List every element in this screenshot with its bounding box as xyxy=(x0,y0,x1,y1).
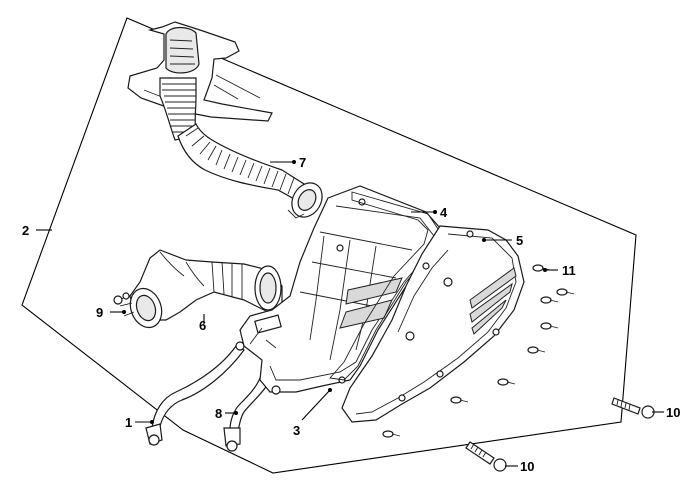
callout-9: 9 xyxy=(96,305,103,320)
callout-2: 2 xyxy=(22,223,29,238)
drain-tube-8 xyxy=(223,377,269,452)
screw xyxy=(540,296,559,304)
drain-tube-1 xyxy=(145,341,245,446)
callout-4: 4 xyxy=(440,205,448,220)
bolt-upper xyxy=(611,397,655,419)
screw xyxy=(382,430,401,438)
callout-10-upper: 10 xyxy=(666,405,680,420)
screw xyxy=(497,378,516,386)
screw xyxy=(556,288,575,296)
corrugated-hose xyxy=(177,123,323,219)
callout-7: 7 xyxy=(299,155,306,170)
callout-5: 5 xyxy=(516,233,523,248)
screw xyxy=(450,396,469,404)
callout-6: 6 xyxy=(199,318,206,333)
assembly-outline xyxy=(21,17,637,474)
intake-tube xyxy=(113,249,283,329)
callout-3: 3 xyxy=(293,423,300,438)
cover-screws xyxy=(382,264,575,438)
callout-1: 1 xyxy=(125,415,132,430)
callout-10-lower: 10 xyxy=(520,459,534,474)
leader-lines xyxy=(36,160,664,467)
callout-11: 11 xyxy=(562,263,576,278)
air-cleaner-cover xyxy=(341,225,525,423)
screw xyxy=(527,346,546,354)
intake-snorkel xyxy=(127,21,273,141)
bolt-lower xyxy=(465,441,507,472)
screw xyxy=(540,322,559,330)
callout-8: 8 xyxy=(215,406,222,421)
